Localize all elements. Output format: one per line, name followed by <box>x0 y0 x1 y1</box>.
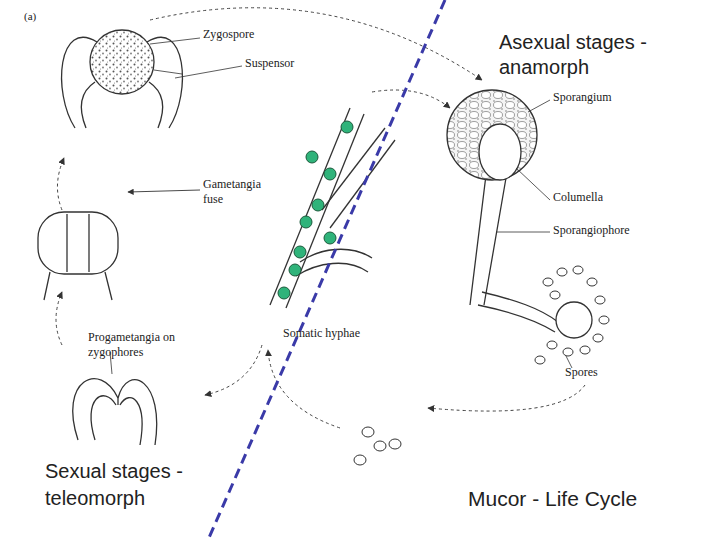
leader-line <box>496 232 550 233</box>
nucleus <box>294 246 306 258</box>
spore <box>543 278 553 286</box>
part-label: Gametangia fuse <box>203 177 281 207</box>
spore <box>389 439 401 449</box>
spore <box>587 278 597 286</box>
hypha-wall <box>270 108 350 305</box>
leader-line <box>154 70 182 74</box>
sporangiophore-branch <box>478 292 558 332</box>
nuclei <box>278 121 353 299</box>
part-label: Progametangia on zygophores <box>88 330 213 360</box>
spore <box>550 291 560 299</box>
nucleus <box>306 151 318 163</box>
nucleus <box>324 232 336 244</box>
spore <box>535 356 545 364</box>
hypha-wall <box>296 263 368 276</box>
columella <box>479 124 521 180</box>
spore <box>599 316 609 324</box>
figure-title: Mucor - Life Cycle <box>468 486 713 512</box>
part-label: Sporangiophore <box>553 223 673 237</box>
spore <box>580 346 590 354</box>
spore <box>595 296 605 304</box>
leader-line <box>516 168 550 200</box>
free-spores <box>354 427 401 465</box>
cycle-arrow <box>372 90 450 108</box>
released-spores <box>535 266 609 364</box>
hypha-wall <box>322 128 385 210</box>
leader-line <box>175 66 242 78</box>
suspensor-wall <box>149 82 163 128</box>
progametangia-illustration <box>73 352 157 445</box>
spore <box>573 266 583 274</box>
spore <box>557 268 567 276</box>
part-label: Columella <box>553 190 653 204</box>
septum <box>66 214 67 272</box>
part-label: Suspensor <box>245 56 335 70</box>
sporangiophore-stalk <box>470 175 506 305</box>
leader-line <box>150 38 200 44</box>
gametangia-illustration <box>38 190 200 300</box>
leader-line <box>528 100 550 112</box>
panel-letter: (a) <box>24 10 64 23</box>
nucleus <box>324 168 336 180</box>
spore <box>374 441 386 451</box>
stage-heading: Sexual stages - teleomorph <box>45 458 235 512</box>
cycle-arrow <box>268 350 340 428</box>
stage-heading: Asexual stages - anamorph <box>499 30 694 80</box>
zygophore <box>118 380 157 445</box>
spore <box>563 348 573 356</box>
sporangium-body <box>447 90 537 180</box>
leader-arrow <box>128 190 200 192</box>
contact-wall <box>117 398 118 405</box>
nucleus <box>300 216 312 228</box>
zygophore <box>73 379 118 440</box>
cycle-arrow <box>150 8 482 80</box>
nucleus <box>278 287 290 299</box>
burst-sporangium <box>556 302 592 338</box>
cycle-arrow <box>428 385 585 411</box>
cycle-arrow <box>56 292 62 345</box>
nucleus <box>312 199 324 211</box>
suspensor-wall <box>81 82 95 128</box>
zygospore-illustration <box>62 30 242 128</box>
spore <box>362 427 374 437</box>
spore <box>593 334 603 342</box>
hypha-wall <box>330 140 395 228</box>
cycle-arrow <box>205 345 262 395</box>
part-label: Somatic hyphae <box>283 326 403 340</box>
spore <box>354 455 366 465</box>
somatic-hyphae-illustration <box>270 108 395 308</box>
cycle-arrow <box>57 158 64 210</box>
zygospore-body <box>90 30 154 94</box>
part-label: Spores <box>565 365 645 379</box>
nucleus <box>341 121 353 133</box>
nucleus <box>289 264 301 276</box>
zygophore <box>91 396 116 440</box>
hypha-tail <box>44 272 112 300</box>
part-label: Zygospore <box>203 27 293 41</box>
spore <box>547 341 557 349</box>
part-label: Sporangium <box>553 90 653 104</box>
divider-line <box>208 0 445 540</box>
zygophore <box>120 398 142 445</box>
fused-gametangia <box>38 212 118 274</box>
septum <box>88 214 89 272</box>
